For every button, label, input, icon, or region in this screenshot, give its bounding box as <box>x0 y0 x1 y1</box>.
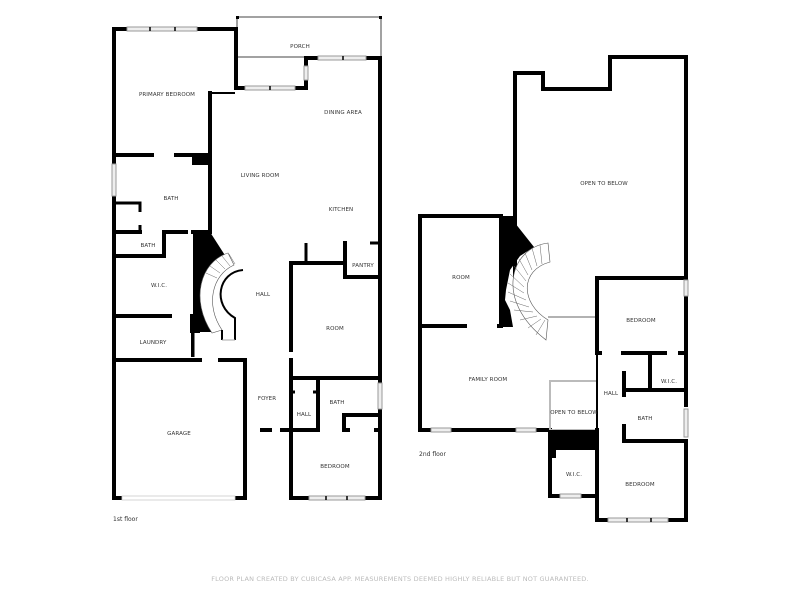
room-label: BEDROOM <box>626 318 656 324</box>
floor-label: 2nd floor <box>419 451 446 458</box>
room-label: ROOM <box>452 275 470 281</box>
room-label: BATH <box>329 400 344 406</box>
room-label: BATH <box>637 416 652 422</box>
room-label: HALL <box>604 391 619 397</box>
first-floor-plan: PORCH PRIMARY BEDROOM DINING AREA LIVING… <box>111 16 383 523</box>
second-floor-plan: OPEN TO BELOW ROOM BEDROOM FAMILY ROOM H… <box>418 55 689 523</box>
room-label: LIVING ROOM <box>241 173 280 179</box>
room-label: GARAGE <box>167 431 191 437</box>
room-label: BATH <box>140 243 155 249</box>
room-label: BEDROOM <box>625 482 655 488</box>
room-label: BATH <box>163 196 178 202</box>
floor-label: 1st floor <box>113 516 138 523</box>
room-label: LAUNDRY <box>140 340 167 346</box>
room-label: FOYER <box>258 396 276 402</box>
room-label: DINING AREA <box>324 110 362 116</box>
room-label: OPEN TO BELOW <box>580 181 628 187</box>
room-label: W.I.C. <box>566 472 582 478</box>
room-label: OPEN TO BELOW <box>550 410 598 416</box>
disclaimer-footer: FLOOR PLAN CREATED BY CUBICASA APP. MEAS… <box>211 575 589 583</box>
room-label: BEDROOM <box>320 464 350 470</box>
room-label: W.I.C. <box>661 379 677 385</box>
room-label: PRIMARY BEDROOM <box>139 92 195 98</box>
room-label: W.I.C. <box>151 283 167 289</box>
porch-outline <box>236 16 382 58</box>
room-label: HALL <box>297 412 312 418</box>
room-label: HALL <box>256 292 271 298</box>
room-label: ROOM <box>326 326 344 332</box>
staircase <box>199 252 244 341</box>
room-label: PORCH <box>290 44 310 50</box>
room-label: FAMILY ROOM <box>469 377 508 383</box>
staircase <box>507 242 597 341</box>
room-label: KITCHEN <box>329 207 354 213</box>
room-label: PANTRY <box>352 263 374 269</box>
